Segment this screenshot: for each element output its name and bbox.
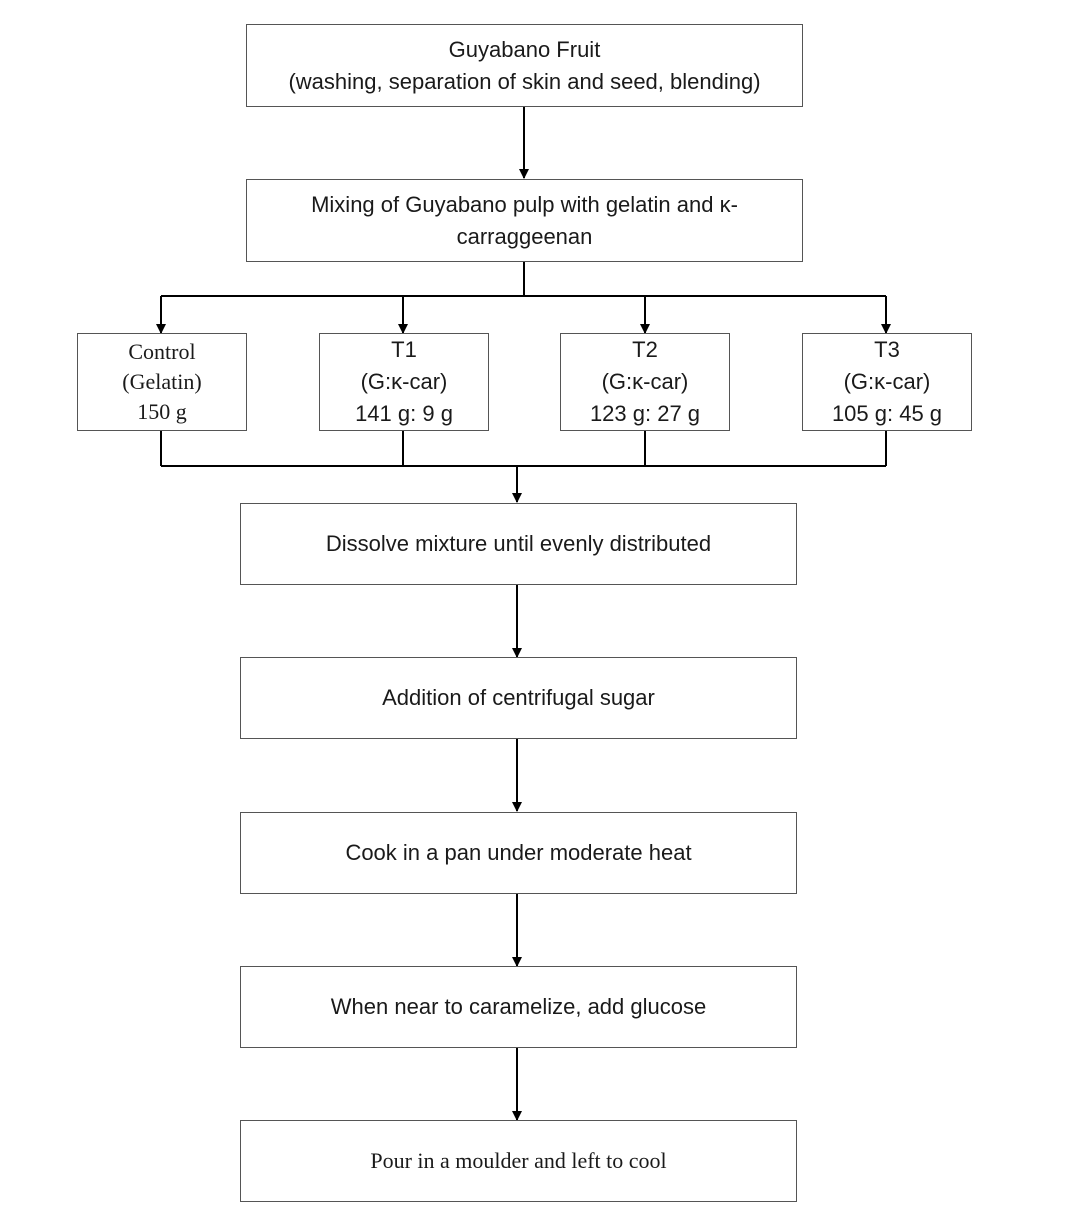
- treatment-t1-amount: 141 g: 9 g: [355, 401, 453, 426]
- step-mixing-line2: carraggeenan: [456, 223, 593, 249]
- treatment-t1-name: T1: [391, 337, 417, 362]
- treatment-t2-ratio: (G:κ-car): [601, 369, 689, 394]
- step-mixing-line1: Mixing of Guyabano pulp with gelatin and…: [311, 191, 738, 217]
- step-add-glucose: When near to caramelize, add glucose: [240, 966, 797, 1048]
- treatment-control: Control (Gelatin) 150 g: [77, 333, 247, 431]
- step-guyabano-fruit-detail: (washing, separation of skin and seed, b…: [288, 68, 761, 94]
- step-add-glucose-label: When near to caramelize, add glucose: [330, 994, 707, 1019]
- treatment-control-amount: 150 g: [137, 399, 187, 424]
- treatment-t2-name: T2: [632, 337, 658, 362]
- step-dissolve-label: Dissolve mixture until evenly distribute…: [325, 531, 712, 556]
- step-add-sugar-label: Addition of centrifugal sugar: [382, 685, 655, 710]
- step-guyabano-fruit-title: Guyabano Fruit: [448, 36, 601, 62]
- treatment-t2-amount: 123 g: 27 g: [589, 401, 701, 426]
- treatment-control-ratio: (Gelatin): [122, 369, 202, 394]
- treatment-t3: T3 (G:κ-car) 105 g: 45 g: [802, 333, 972, 431]
- treatment-control-name: Control: [128, 339, 196, 364]
- step-mixing: Mixing of Guyabano pulp with gelatin and…: [246, 179, 803, 262]
- step-pour-cool: Pour in a moulder and left to cool: [240, 1120, 797, 1202]
- step-add-sugar: Addition of centrifugal sugar: [240, 657, 797, 739]
- treatment-t3-ratio: (G:κ-car): [843, 369, 931, 394]
- step-cook: Cook in a pan under moderate heat: [240, 812, 797, 894]
- step-cook-label: Cook in a pan under moderate heat: [345, 840, 692, 865]
- step-dissolve: Dissolve mixture until evenly distribute…: [240, 503, 797, 585]
- treatment-t1: T1 (G:κ-car) 141 g: 9 g: [319, 333, 489, 431]
- treatment-t1-ratio: (G:κ-car): [360, 369, 448, 394]
- treatment-t3-name: T3: [874, 337, 900, 362]
- step-pour-cool-label: Pour in a moulder and left to cool: [370, 1148, 667, 1173]
- treatment-t3-amount: 105 g: 45 g: [831, 401, 943, 426]
- step-guyabano-fruit: Guyabano Fruit (washing, separation of s…: [246, 24, 803, 107]
- treatment-t2: T2 (G:κ-car) 123 g: 27 g: [560, 333, 730, 431]
